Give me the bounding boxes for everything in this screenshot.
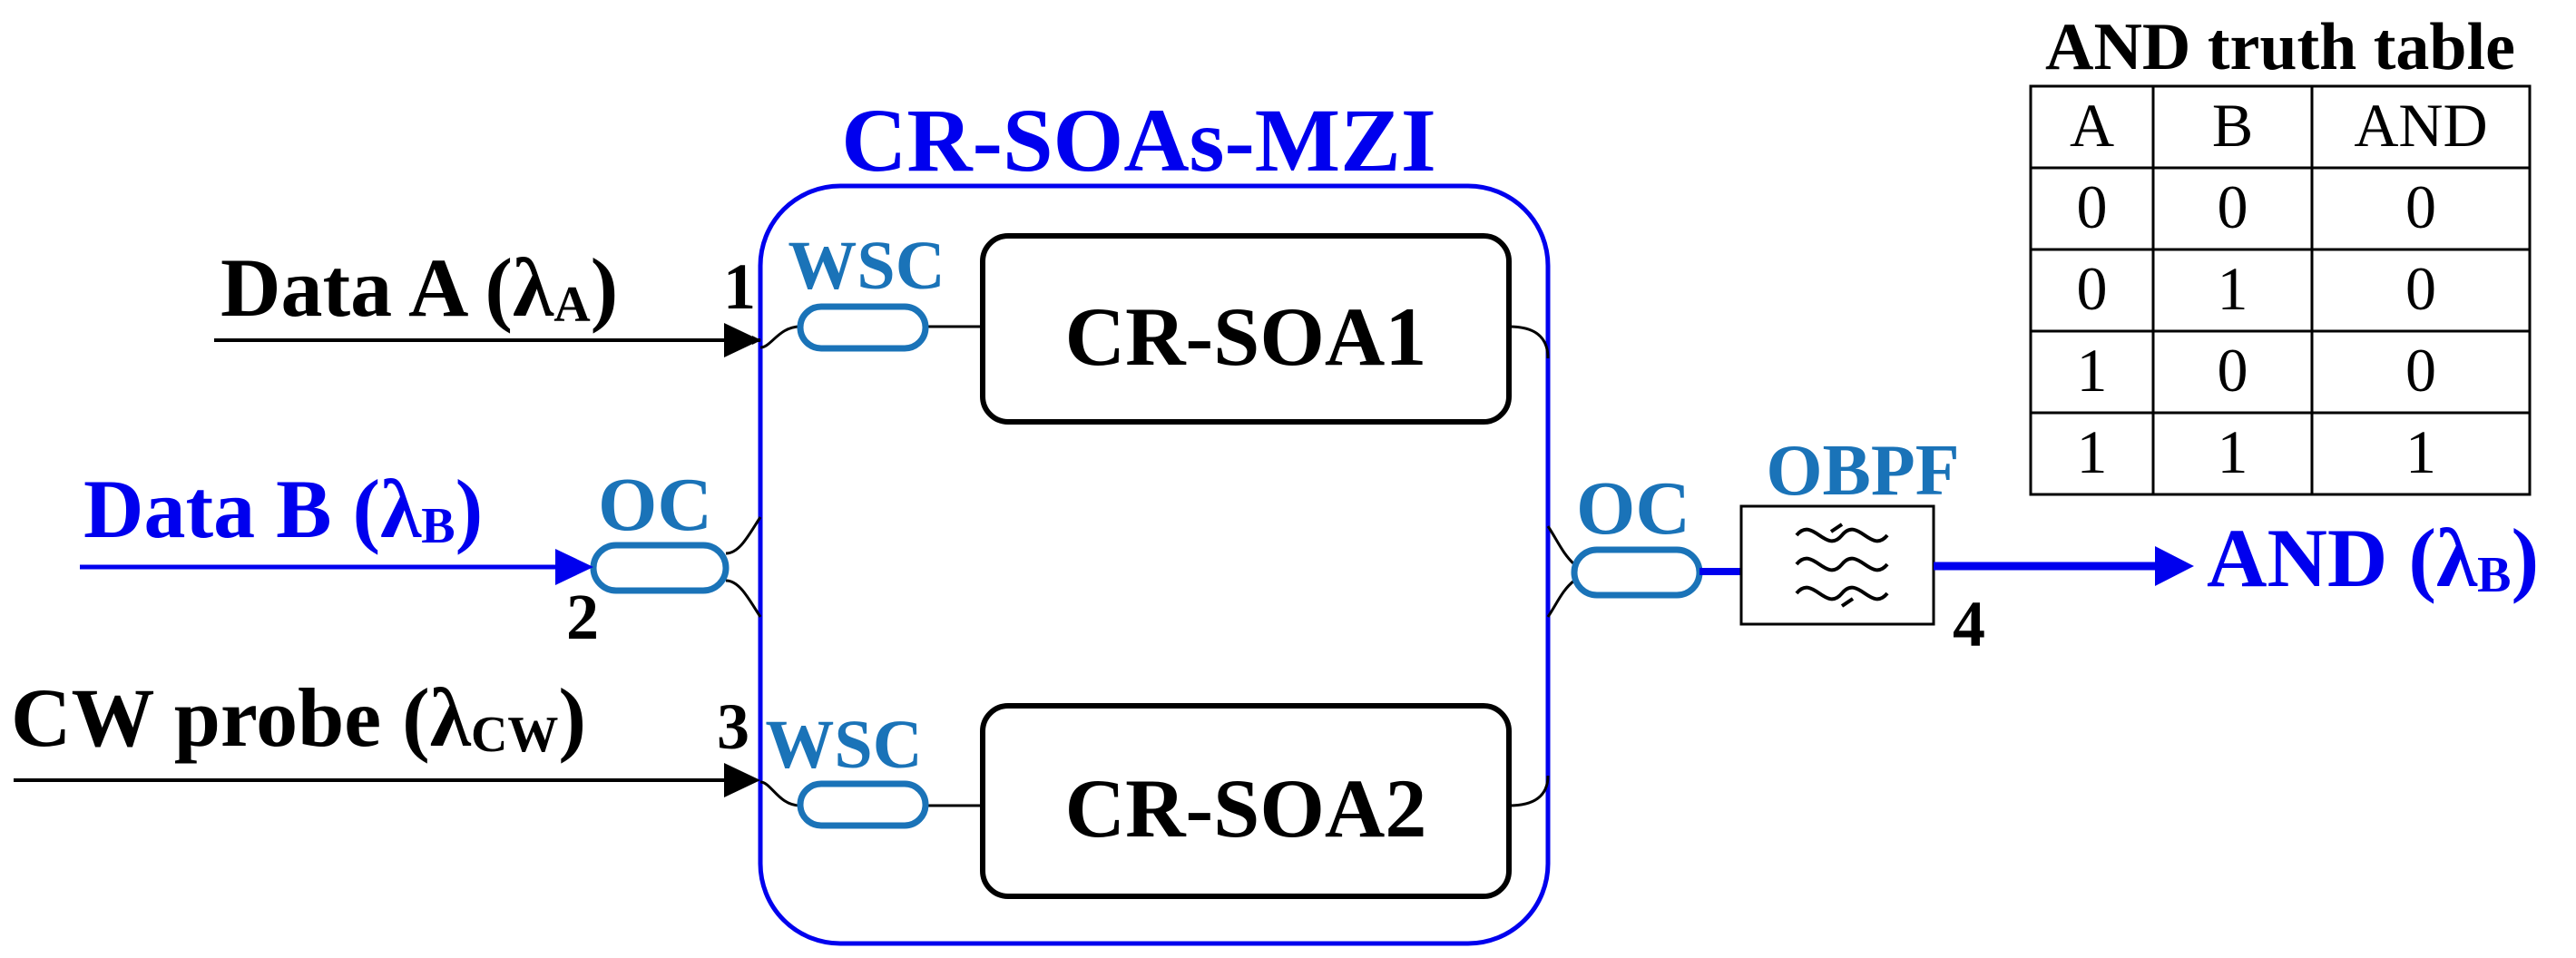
input-b-prefix: Data B (λ	[83, 463, 422, 555]
truth-table-header: AND	[2354, 91, 2487, 160]
input-a-label: Data A (λA)	[220, 241, 618, 334]
truth-table-cell: 1	[2077, 417, 2108, 486]
input-cw-subscript: CW	[471, 707, 558, 763]
input-cw-prefix: CW probe (λ	[11, 671, 472, 764]
truth-table-cell: 1	[2077, 336, 2108, 405]
truth-table-cell: 0	[2405, 254, 2436, 323]
input-b-arrow-head	[555, 549, 593, 585]
soa2-label: CR-SOA2	[1065, 762, 1427, 855]
obpf-box	[1739, 504, 1935, 626]
input-a-arrow-head	[724, 323, 760, 357]
oc-input-label: OC	[598, 463, 712, 547]
wsc-top-label: WSC	[788, 228, 945, 304]
truth-table-cell: 1	[2218, 417, 2248, 486]
port-3-label: 3	[717, 690, 749, 763]
wsc-bottom-coupler	[797, 780, 929, 829]
truth-table-cell: 0	[2405, 172, 2436, 241]
output-suffix: )	[2512, 512, 2540, 604]
output-arrow-head	[2155, 546, 2194, 586]
filter-icon	[1795, 523, 1889, 608]
truth-table-frame	[2029, 84, 2532, 496]
soa2-box	[980, 703, 1512, 899]
oc-input-coupler	[590, 542, 730, 594]
input-a-prefix: Data A (λ	[220, 241, 554, 334]
truth-table-cell: 1	[2405, 417, 2436, 486]
obpf-label: OBPF	[1766, 431, 1959, 511]
input-cw-label: CW probe (λCW)	[11, 671, 586, 764]
output-subscript: B	[2477, 547, 2511, 603]
truth-table-header: A	[2070, 91, 2114, 160]
truth-table-header: B	[2212, 91, 2253, 160]
soa1-label: CR-SOA1	[1065, 290, 1427, 383]
wsc-bottom-label: WSC	[765, 707, 922, 783]
mzi-title: CR-SOAs-MZI	[841, 90, 1436, 191]
oc-output-coupler	[1571, 546, 1703, 599]
input-a-suffix: )	[591, 241, 619, 334]
interferometer-arms	[725, 325, 1576, 807]
input-a-subscript: A	[553, 277, 591, 333]
truth-table-cell: 0	[2077, 254, 2108, 323]
truth-table-cell: 0	[2218, 336, 2248, 405]
soa1-box	[980, 233, 1512, 425]
wsc-top-coupler	[797, 303, 929, 352]
truth-table: A B AND 0 0 0 0 1 0 1 0 0 1 1 1	[2029, 84, 2532, 496]
input-b-suffix: )	[455, 463, 484, 555]
truth-table-cell: 0	[2405, 336, 2436, 405]
oc-output-label: OC	[1576, 466, 1690, 551]
input-cw-suffix: )	[558, 671, 586, 764]
truth-table-cell: 0	[2218, 172, 2248, 241]
port-2-label: 2	[566, 581, 599, 653]
input-cw-arrow-head	[724, 763, 760, 797]
port-1-label: 1	[723, 250, 756, 323]
output-label: AND (λB)	[2207, 512, 2539, 604]
output-prefix: AND (λ	[2207, 512, 2478, 604]
input-b-label: Data B (λB)	[83, 463, 483, 555]
truth-table-cell: 1	[2218, 254, 2248, 323]
mzi-enclosure	[758, 183, 1551, 946]
truth-table-cell: 0	[2077, 172, 2108, 241]
truth-table-title: AND truth table	[2045, 10, 2515, 84]
input-b-subscript: B	[421, 498, 455, 554]
port-4-label: 4	[1953, 588, 1985, 660]
